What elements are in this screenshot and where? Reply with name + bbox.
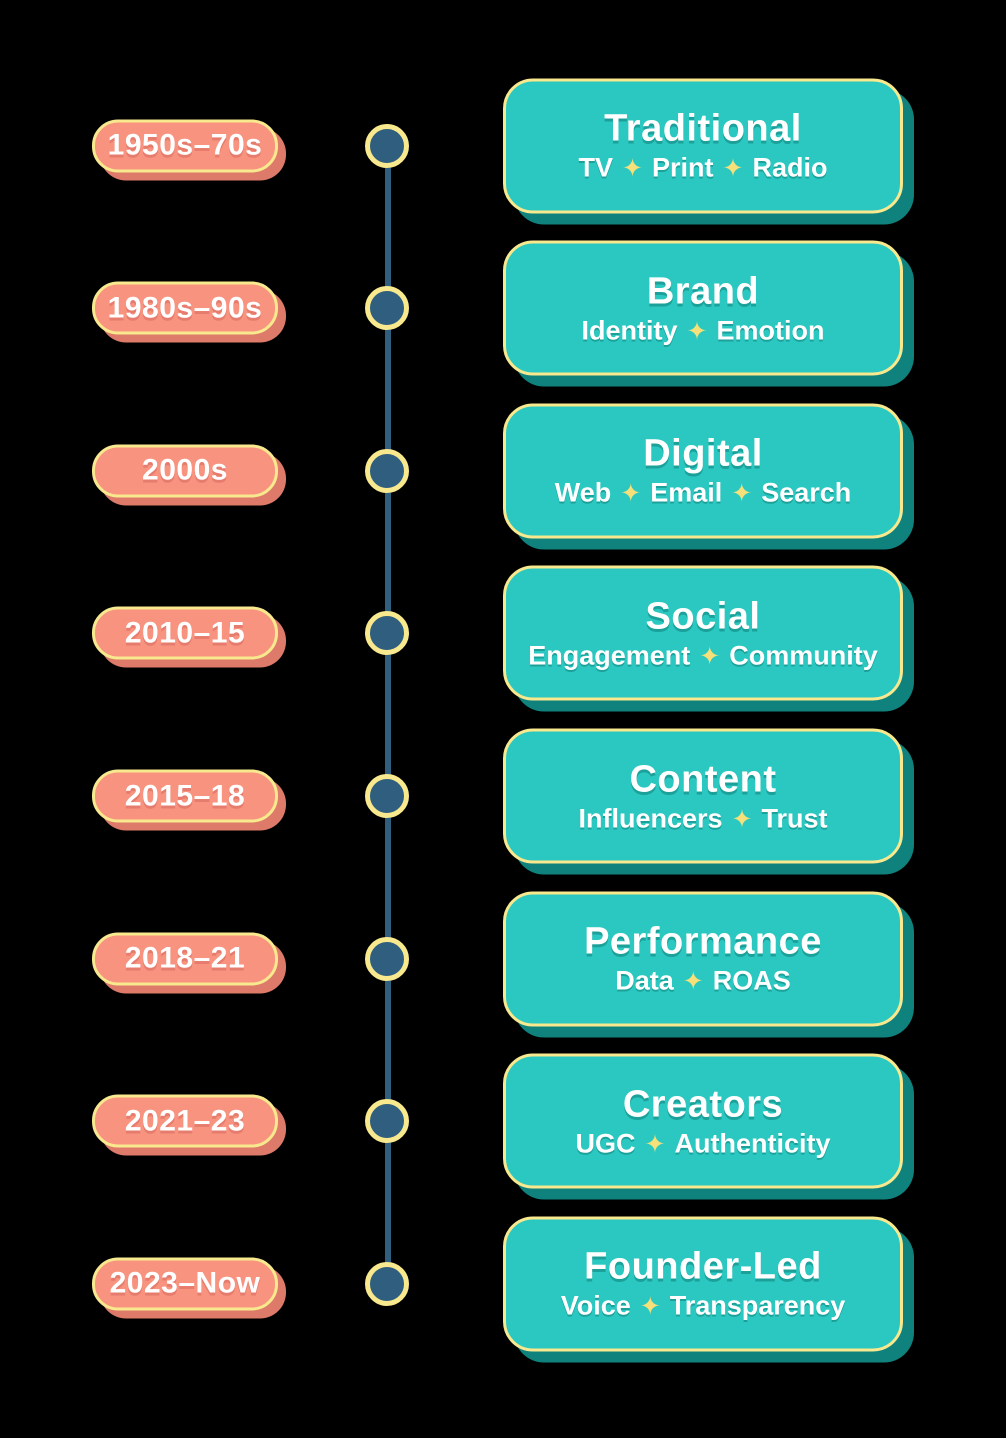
timeline-row: 2000s Digital Web ✦ Email ✦ Search <box>0 389 1006 552</box>
timeline-line <box>385 146 391 1284</box>
era-tags: Voice ✦ Transparency <box>560 1290 846 1321</box>
period-badge: 2021–23 <box>92 1094 278 1148</box>
sparkle-icon: ✦ <box>686 316 708 346</box>
timeline-dot <box>365 936 409 981</box>
timeline-dot <box>365 1099 409 1144</box>
timeline-row: 1950s–70s Traditional TV ✦ Print ✦ Radio <box>0 64 1006 227</box>
timeline-row: 2023–Now Founder-Led Voice ✦ Transparency <box>0 1202 1006 1365</box>
era-tags: Identity ✦ Emotion <box>582 317 825 344</box>
period-badge: 2000s <box>92 444 278 498</box>
era-tags: Web ✦ Email ✦ Search <box>554 477 852 508</box>
sparkle-icon: ✦ <box>682 966 704 996</box>
tag-label: Radio <box>752 152 828 183</box>
era-card: Creators UGC ✦ Authenticity <box>503 1053 903 1189</box>
tag-label: Data <box>615 965 674 996</box>
tag-label: Voice <box>560 1290 631 1321</box>
era-card: Brand Identity ✦ Emotion <box>503 240 903 376</box>
sparkle-icon: ✦ <box>731 804 753 834</box>
period-badge: 1950s–70s <box>92 119 278 172</box>
sparkle-icon: ✦ <box>722 153 744 183</box>
period-badge: 1980s–90s <box>92 281 278 335</box>
era-tags: Data ✦ ROAS <box>615 965 791 996</box>
period-label: 2018–21 <box>124 941 246 975</box>
era-title: Traditional <box>604 107 802 150</box>
tag-label: Search <box>761 477 852 508</box>
timeline-row: 2015–18 Content Influencers ✦ Trust <box>0 715 1006 878</box>
era-card: Performance Data ✦ ROAS <box>503 891 903 1027</box>
era-title: Brand <box>646 270 760 313</box>
era-card: Traditional TV ✦ Print ✦ Radio <box>503 78 903 213</box>
era-card: Social Engagement ✦ Community <box>503 565 903 701</box>
period-label: 2023–Now <box>109 1266 261 1300</box>
era-title: Digital <box>643 432 763 475</box>
era-tags: Engagement ✦ Community <box>528 642 877 669</box>
sparkle-icon: ✦ <box>644 1129 666 1159</box>
timeline-row: 2018–21 Performance Data ✦ ROAS <box>0 877 1006 1040</box>
era-tags: Influencers ✦ Trust <box>578 805 827 832</box>
tag-label: Transparency <box>669 1290 846 1321</box>
era-title: Content <box>629 758 777 801</box>
era-card: Content Influencers ✦ Trust <box>503 728 903 864</box>
timeline-row: 2021–23 Creators UGC ✦ Authenticity <box>0 1040 1006 1203</box>
tag-label: Community <box>729 640 878 671</box>
era-title: Founder-Led <box>584 1245 822 1288</box>
period-badge: 2010–15 <box>92 606 278 660</box>
tag-label: Web <box>554 477 612 508</box>
period-label: 1950s–70s <box>107 128 263 162</box>
tag-label: UGC <box>575 1128 636 1159</box>
timeline-dot <box>365 774 409 819</box>
era-card: Founder-Led Voice ✦ Transparency <box>503 1216 903 1352</box>
tag-label: Identity <box>581 315 678 346</box>
tag-label: Influencers <box>578 803 723 834</box>
tag-label: Trust <box>761 803 828 834</box>
tag-label: Print <box>651 152 714 183</box>
era-title: Creators <box>622 1083 784 1126</box>
tag-label: Authenticity <box>674 1128 831 1159</box>
era-tags: UGC ✦ Authenticity <box>576 1130 831 1157</box>
era-card: Digital Web ✦ Email ✦ Search <box>503 403 903 539</box>
timeline-dot <box>365 448 409 493</box>
timeline-row: 1980s–90s Brand Identity ✦ Emotion <box>0 227 1006 390</box>
era-title: Social <box>645 595 761 638</box>
period-badge: 2023–Now <box>92 1257 278 1311</box>
tag-label: Engagement <box>528 640 691 671</box>
timeline-dot <box>365 611 409 656</box>
tag-label: TV <box>578 152 614 183</box>
tag-label: Emotion <box>716 315 825 346</box>
sparkle-icon: ✦ <box>639 1291 661 1321</box>
period-badge: 2015–18 <box>92 769 278 823</box>
period-label: 2015–18 <box>124 779 246 813</box>
timeline-dot <box>365 1261 409 1306</box>
era-tags: TV ✦ Print ✦ Radio <box>578 152 828 183</box>
period-label: 2021–23 <box>124 1104 246 1138</box>
era-title: Performance <box>584 920 822 963</box>
period-label: 1980s–90s <box>107 291 263 325</box>
tag-label: Email <box>650 477 723 508</box>
timeline-row: 2010–15 Social Engagement ✦ Community <box>0 552 1006 715</box>
period-label: 2000s <box>142 453 228 487</box>
period-badge: 2018–21 <box>92 932 278 986</box>
sparkle-icon: ✦ <box>622 153 643 183</box>
sparkle-icon: ✦ <box>699 641 721 671</box>
sparkle-icon: ✦ <box>731 478 753 508</box>
tag-label: ROAS <box>712 965 791 996</box>
sparkle-icon: ✦ <box>620 478 642 508</box>
period-label: 2010–15 <box>124 616 246 650</box>
timeline-dot <box>365 123 409 168</box>
timeline-dot <box>365 286 409 331</box>
